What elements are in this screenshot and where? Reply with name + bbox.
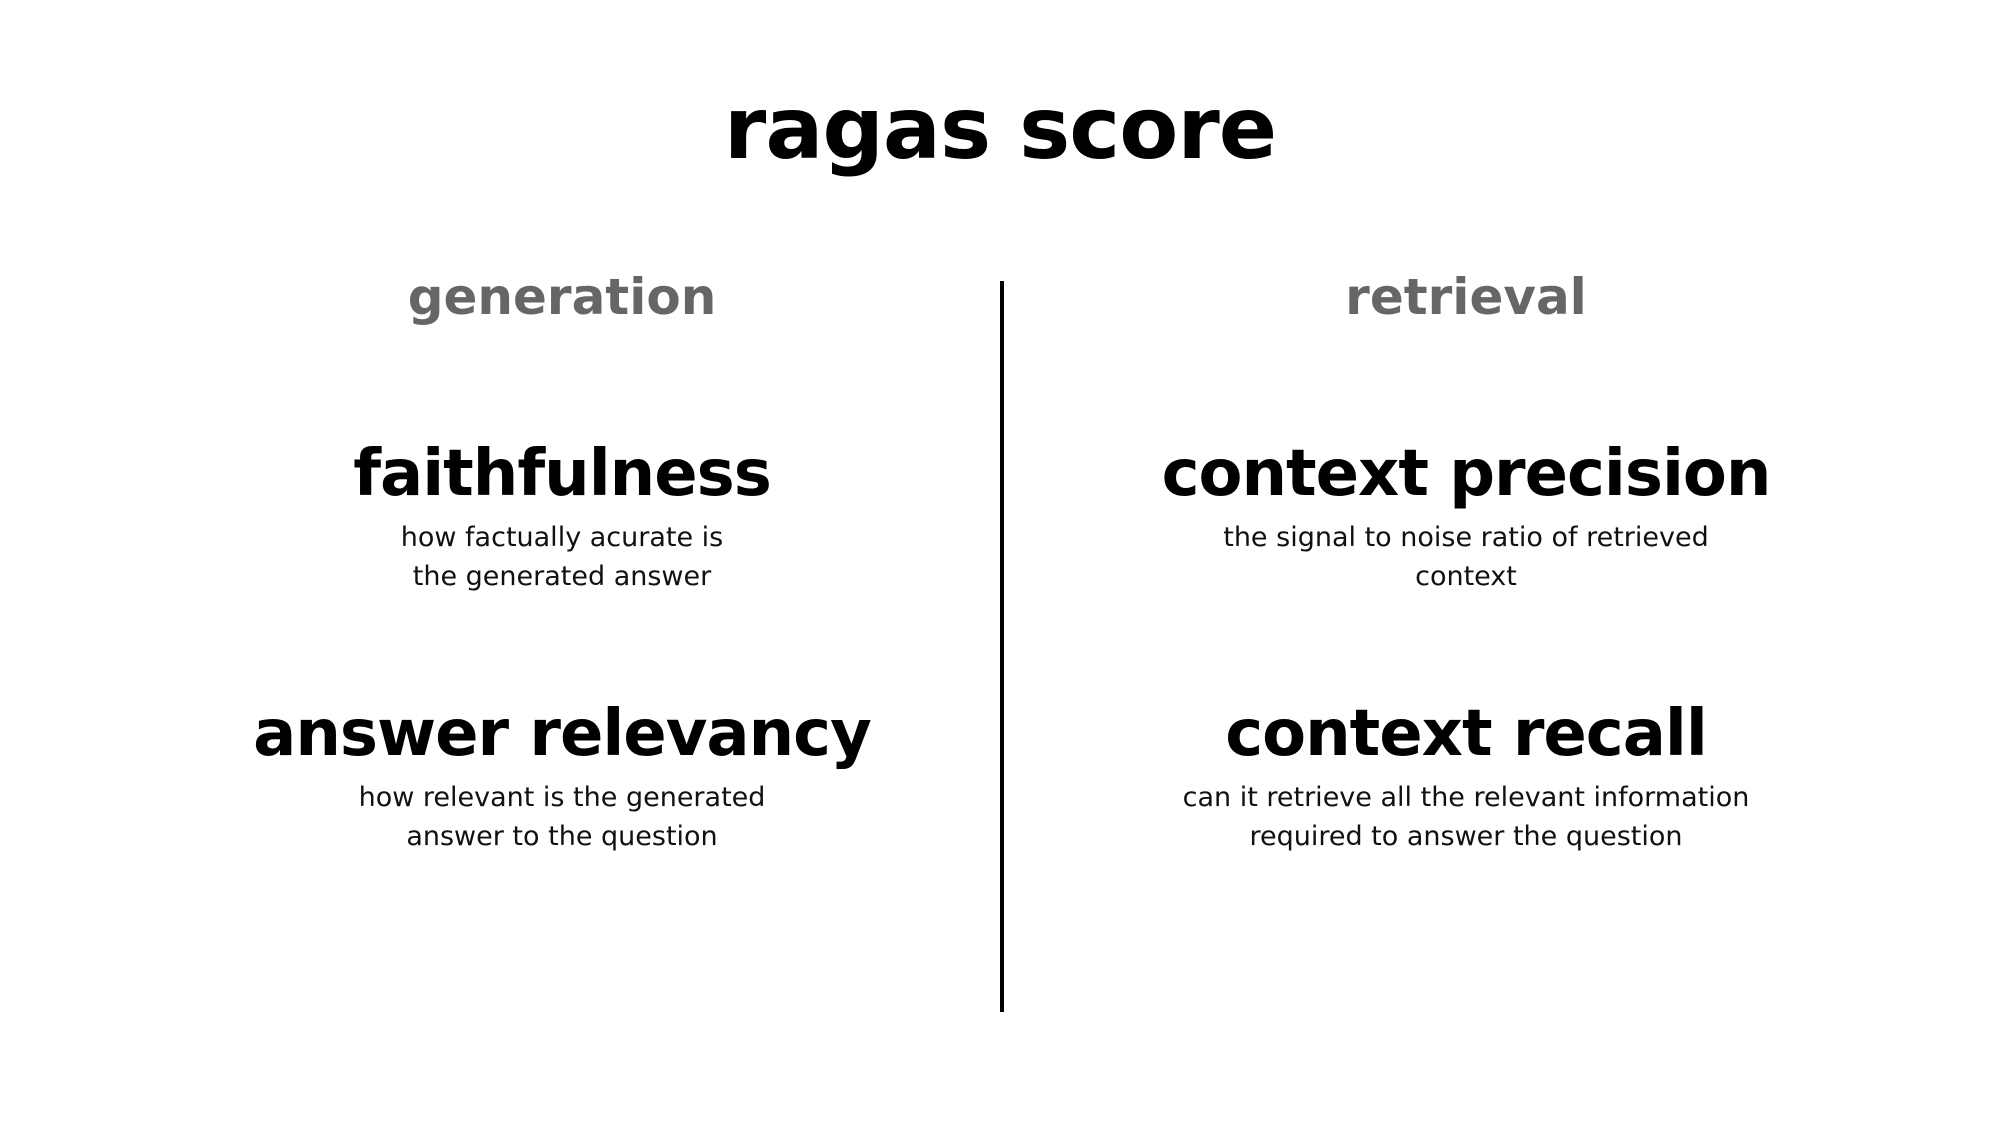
metric-answer-relevancy-description: how relevant is the generated answer to … — [358, 781, 766, 852]
retrieval-column: retrieval context precision the signal t… — [932, 0, 2000, 1125]
metric-faithfulness-name: faithfulness — [353, 437, 772, 511]
metric-faithfulness-description: how factually acurate is the generated a… — [400, 521, 724, 592]
metric-faithfulness: faithfulness how factually acurate is th… — [0, 437, 1124, 596]
metric-context-precision-name: context precision — [1161, 437, 1772, 511]
metric-answer-relevancy-name: answer relevancy — [253, 697, 872, 771]
generation-column-header: generation — [407, 268, 717, 326]
metric-context-precision-description: the signal to noise ratio of retrieved c… — [1223, 521, 1709, 592]
metric-context-recall: context recall can it retrieve all the r… — [932, 697, 2000, 856]
generation-column: generation faithfulness how factually ac… — [0, 268, 1124, 856]
metric-context-precision: context precision the signal to noise ra… — [932, 437, 2000, 596]
metric-context-recall-name: context recall — [1225, 697, 1708, 771]
page-title: ragas score — [723, 79, 1277, 179]
metric-context-recall-description: can it retrieve all the relevant informa… — [1182, 781, 1750, 852]
vertical-divider — [1000, 281, 1004, 1012]
metric-answer-relevancy: answer relevancy how relevant is the gen… — [0, 697, 1124, 856]
retrieval-column-header: retrieval — [1345, 268, 1587, 326]
